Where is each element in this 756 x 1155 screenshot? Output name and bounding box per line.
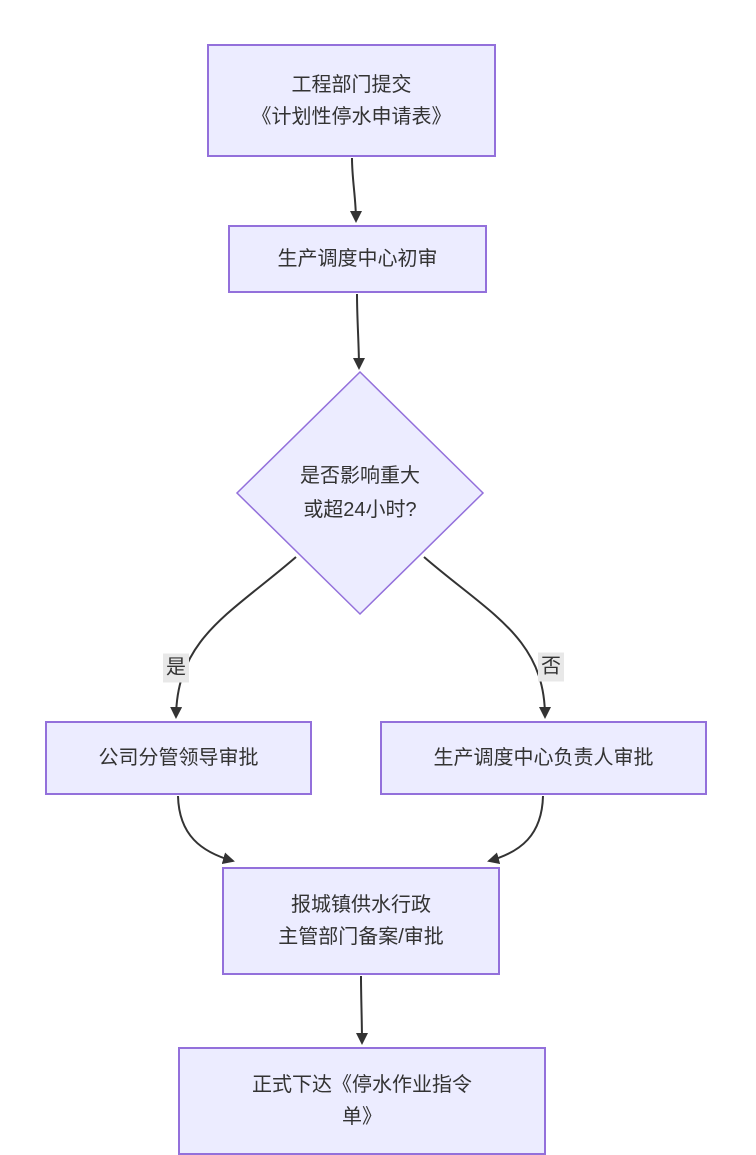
node-leader-approval-label: 公司分管领导审批 <box>98 747 259 769</box>
node-submit-application: 工程部门提交 《计划性停水申请表》 <box>207 44 496 157</box>
node-dispatch-head-approval-label: 生产调度中心负责人审批 <box>433 747 654 769</box>
node-decision-impact: 是否影响重大 或超24小时? <box>237 372 483 614</box>
arrow-submit-to-review <box>349 157 362 223</box>
node-submit-application-line1: 工程部门提交 <box>291 73 412 96</box>
edge-label-no: 否 <box>538 652 564 682</box>
arrow-decision-no <box>423 556 551 719</box>
node-leader-approval: 公司分管领导审批 <box>45 721 312 795</box>
edge-label-yes: 是 <box>163 653 189 683</box>
decision-diamond-shape <box>235 370 485 616</box>
arrow-leader-to-filing <box>177 795 235 865</box>
node-authority-filing-line1: 报城镇供水行政 <box>291 894 431 916</box>
node-dispatch-head-approval: 生产调度中心负责人审批 <box>380 721 707 795</box>
node-issue-order: 正式下达《停水作业指令 单》 <box>178 1047 546 1155</box>
arrow-filing-to-order <box>355 975 368 1045</box>
arrow-decision-yes <box>170 556 297 719</box>
node-issue-order-line2: 单》 <box>342 1106 382 1128</box>
arrow-review-to-decision <box>352 293 365 370</box>
node-initial-review: 生产调度中心初审 <box>228 225 487 293</box>
node-decision-line2: 或超24小时? <box>303 499 417 521</box>
node-issue-order-line1: 正式下达《停水作业指令 <box>252 1074 472 1096</box>
node-decision-line1: 是否影响重大 <box>300 465 420 487</box>
node-authority-filing: 报城镇供水行政 主管部门备案/审批 <box>222 867 500 975</box>
node-submit-application-line2: 《计划性停水申请表》 <box>251 105 452 128</box>
node-authority-filing-line2: 主管部门备案/审批 <box>278 926 444 948</box>
arrow-dispatchhead-to-filing <box>487 795 544 865</box>
node-initial-review-label: 生产调度中心初审 <box>277 248 438 270</box>
